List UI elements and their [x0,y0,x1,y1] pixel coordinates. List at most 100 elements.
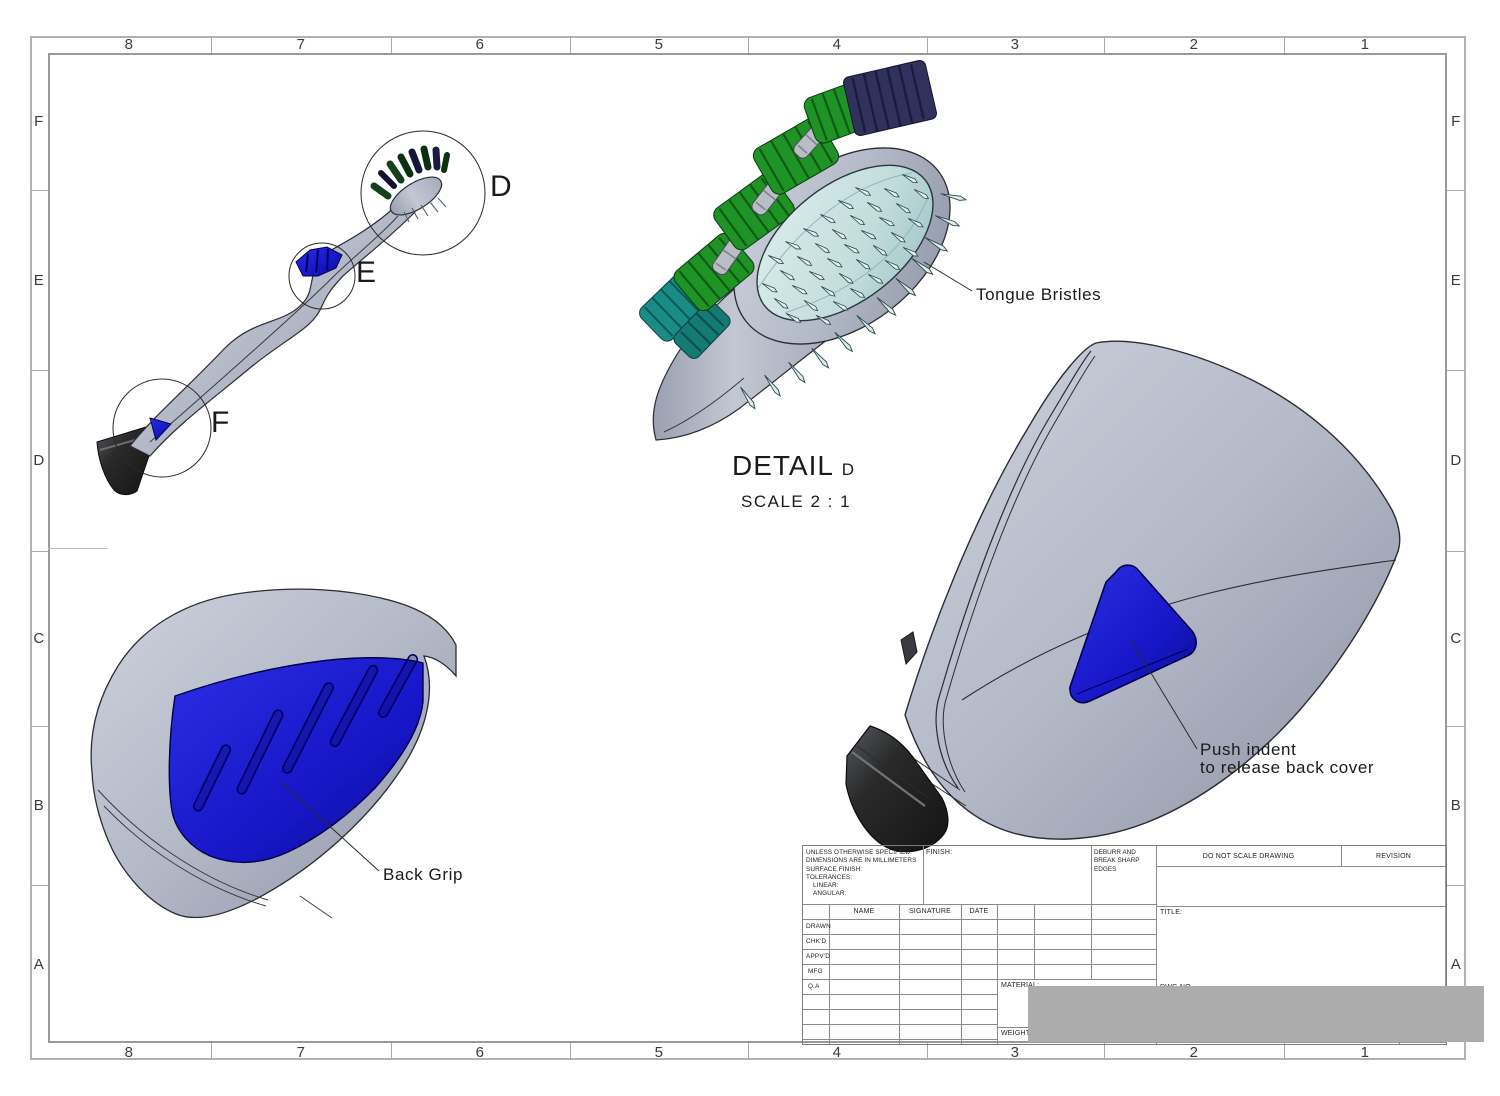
grid-row-label-right: D [1450,452,1462,469]
tolerance-note-line: DIMENSIONS ARE IN MILLIMETERS [806,857,917,865]
detail-d-tongue-pad [756,164,934,322]
deburr-note: DEBURR AND BREAK SHARP EDGES [1094,849,1140,873]
back-cover-crease [961,559,1397,701]
border-divider [748,36,749,53]
detail-label-f: F [211,406,230,439]
border-divider [1447,885,1466,886]
overview-handle [129,197,416,457]
grid-col-label-bottom: 8 [124,1044,134,1061]
push-indent-leader [1130,639,1198,750]
row-label-appvd: APPV'D [806,953,831,960]
grid-col-label-top: 1 [1360,36,1370,53]
signature-column-header: SIGNATURE [908,908,952,915]
grid-col-label-bottom: 4 [832,1044,842,1061]
row-label-qa: Q.A [808,983,820,990]
detail-circle-e [288,242,356,310]
back-grip-leader [281,782,380,872]
grid-row-label-right: F [1451,113,1461,130]
detail-label-d: D [490,170,512,203]
grid-col-label-top: 3 [1010,36,1020,53]
border-divider [748,1043,749,1060]
border-divider [570,1043,571,1060]
tongue-bristles-leader [923,261,973,292]
overview-bristles [370,145,450,200]
grid-col-label-bottom: 6 [475,1044,485,1061]
overview-view [96,130,486,496]
grid-col-label-top: 2 [1189,36,1199,53]
row-label-drawn: DRAWN [806,923,831,930]
border-divider [391,1043,392,1060]
weight-label: WEIGHT: [1001,1030,1032,1037]
back-grip-seam [97,789,269,907]
border-divider [211,36,212,53]
push-indent [1069,564,1197,704]
push-indent-label: Push indent to release back cover [1200,741,1374,776]
material-label: MATERIAL: [1001,982,1040,989]
do-not-scale-label: DO NOT SCALE DRAWING [1202,852,1295,860]
border-divider [30,190,48,191]
finish-label: FINISH: [926,849,953,856]
border-divider [30,885,48,886]
grid-row-label-left: D [33,452,45,469]
row-label-mfg: MFG [808,968,823,975]
grid-col-label-top: 7 [296,36,306,53]
grid-row-label-right: B [1450,797,1462,814]
detail-d-title-word: DETAIL [732,450,833,481]
grid-col-label-top: 6 [475,36,485,53]
detail-d-view [639,60,973,441]
back-grip-grooves [192,654,419,812]
tolerance-note-line: TOLERANCES: [806,873,853,881]
grid-col-label-top: 8 [124,36,134,53]
back-cover-suction-cup [845,725,949,853]
grid-row-label-left: C [33,630,45,647]
title-label: TITLE: [1160,909,1183,916]
centering-mark [48,548,108,549]
detail-label-e: E [356,256,377,289]
grid-col-label-top: 5 [654,36,664,53]
border-divider [391,36,392,53]
grid-row-label-left: E [33,272,45,289]
date-column-header: DATE [969,908,989,915]
grid-col-label-bottom: 7 [296,1044,306,1061]
border-divider [927,36,928,53]
border-divider [211,1043,212,1060]
border-divider [30,726,48,727]
border-divider [1447,190,1466,191]
border-divider [30,551,48,552]
grid-row-label-right: C [1450,630,1462,647]
grid-col-label-bottom: 2 [1189,1044,1199,1061]
grid-row-label-left: F [34,113,44,130]
border-divider [927,1043,928,1060]
push-indent-label-line2: to release back cover [1200,757,1375,777]
overview-tongue-spikes [403,197,447,223]
back-grip-view [90,588,457,919]
border-divider [1447,726,1466,727]
border-divider [1284,36,1285,53]
grid-col-label-top: 4 [832,36,842,53]
back-cover-view [845,340,1401,853]
tolerance-note: UNLESS OTHERWISE SPECIFIED: DIMENSIONS A… [806,849,921,899]
grid-col-label-bottom: 5 [654,1044,664,1061]
border-divider [1447,551,1466,552]
border-divider [1284,1043,1285,1060]
tolerance-note-line: ANGULAR: [813,890,847,898]
border-divider [30,370,48,371]
detail-d-scale: SCALE 2 : 1 [741,492,852,511]
name-column-header: NAME [853,908,875,915]
grid-col-label-bottom: 3 [1010,1044,1020,1061]
grid-row-label-left: A [33,956,45,973]
detail-d-title-ref: D [841,460,854,479]
revision-label: REVISION [1375,852,1412,860]
redaction-overlay [1028,986,1484,1042]
detail-d-tufts [639,60,937,359]
grid-row-label-right: A [1450,956,1462,973]
push-indent-label-line1: Push indent [1200,740,1297,759]
grid-col-label-bottom: 1 [1360,1044,1370,1061]
tolerance-note-line: SURFACE FINISH: [806,865,863,873]
tolerance-note-line: LINEAR: [813,882,839,890]
overview-tail-inlay [149,417,172,441]
border-divider [1104,1043,1105,1060]
tolerance-note-line: UNLESS OTHERWISE SPECIFIED: [806,849,912,856]
border-divider [570,36,571,53]
